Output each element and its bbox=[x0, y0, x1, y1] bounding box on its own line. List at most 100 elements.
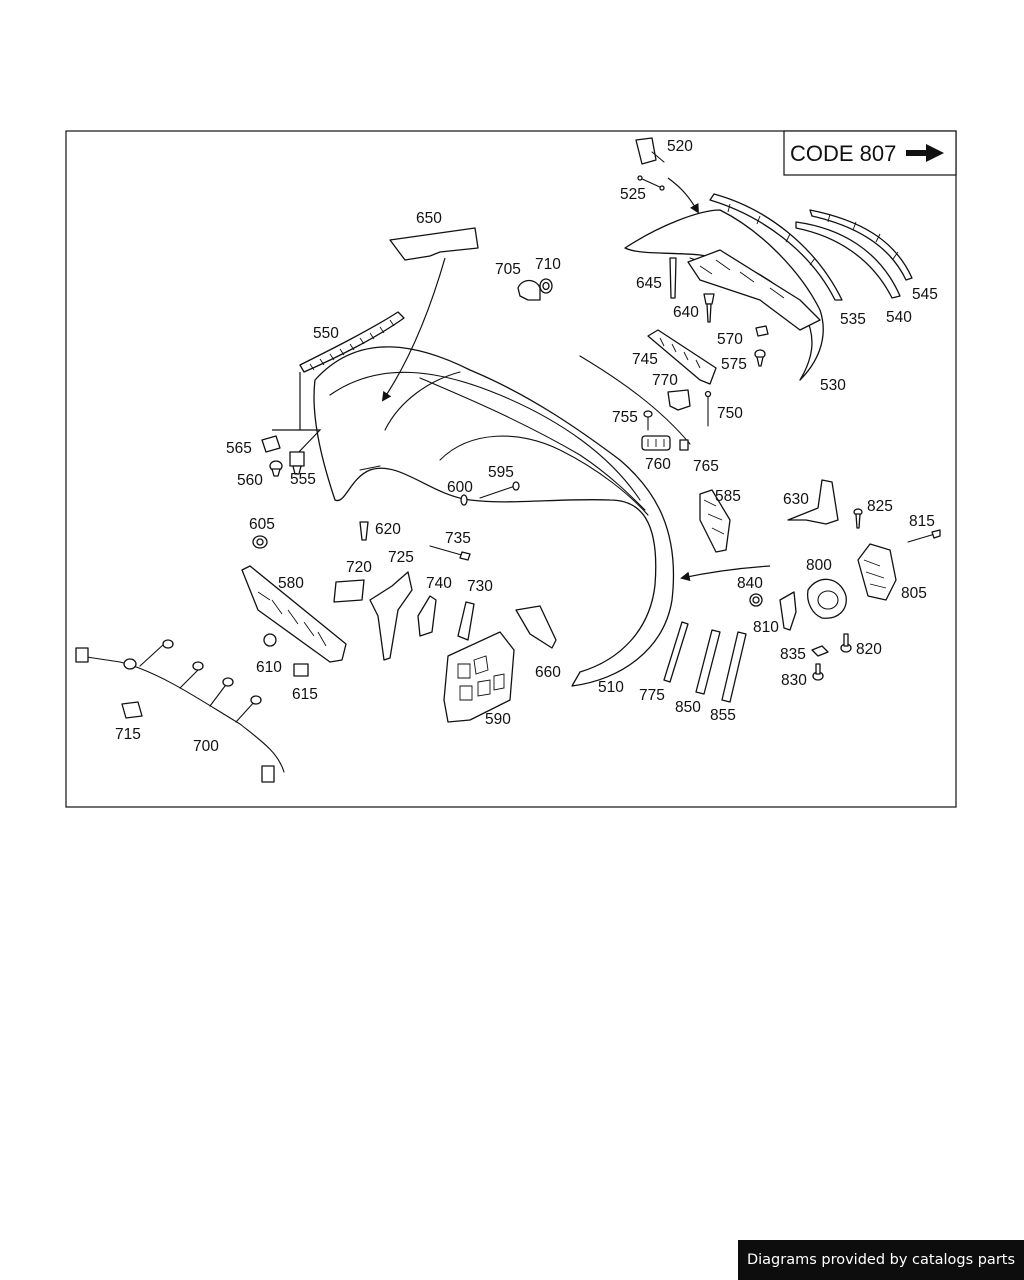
callout-830: 830 bbox=[781, 672, 807, 689]
screw-575 bbox=[754, 349, 766, 367]
rivet-735 bbox=[429, 545, 471, 561]
strip-550 bbox=[299, 311, 405, 373]
callout-810: 810 bbox=[753, 619, 779, 636]
callout-525: 525 bbox=[620, 186, 646, 203]
callout-740: 740 bbox=[426, 575, 452, 592]
callout-720: 720 bbox=[346, 559, 372, 576]
connector-765 bbox=[679, 439, 689, 451]
callout-540: 540 bbox=[886, 309, 912, 326]
callout-545: 545 bbox=[912, 286, 938, 303]
wiring-harness-700 bbox=[75, 639, 285, 783]
callout-640: 640 bbox=[673, 304, 699, 321]
bumper-cover-510 bbox=[313, 346, 675, 687]
callout-585: 585 bbox=[715, 488, 741, 505]
callout-750: 750 bbox=[717, 405, 743, 422]
code-box: CODE 807 bbox=[783, 130, 957, 176]
callout-730: 730 bbox=[467, 578, 493, 595]
trim-540 bbox=[795, 221, 901, 299]
screw-825 bbox=[853, 508, 863, 529]
callout-820: 820 bbox=[856, 641, 882, 658]
ring-710 bbox=[539, 278, 553, 294]
rivet-645 bbox=[669, 257, 677, 299]
callout-565: 565 bbox=[226, 440, 252, 457]
washer-600 bbox=[460, 494, 468, 506]
grommet-605 bbox=[252, 535, 268, 549]
callout-535: 535 bbox=[840, 311, 866, 328]
callout-770: 770 bbox=[652, 372, 678, 389]
nut-570 bbox=[755, 325, 769, 337]
module-760 bbox=[641, 435, 671, 451]
bracket-585 bbox=[699, 489, 731, 553]
cable-525 bbox=[637, 175, 665, 191]
grommet-610 bbox=[263, 633, 277, 647]
callout-735: 735 bbox=[445, 530, 471, 547]
strip-535 bbox=[709, 193, 843, 301]
screw-640 bbox=[703, 293, 715, 323]
callout-510: 510 bbox=[598, 679, 624, 696]
callout-650: 650 bbox=[416, 210, 442, 227]
callout-575: 575 bbox=[721, 356, 747, 373]
clip-835 bbox=[811, 645, 829, 657]
callout-745: 745 bbox=[632, 351, 658, 368]
bracket-745 bbox=[647, 329, 717, 385]
callout-530: 530 bbox=[820, 377, 846, 394]
screw-830 bbox=[812, 663, 824, 681]
callout-605: 605 bbox=[249, 516, 275, 533]
strip-545 bbox=[809, 209, 913, 281]
clip-565 bbox=[261, 435, 281, 453]
callout-labels: 520 525 545 540 535 530 645 640 570 575 … bbox=[115, 138, 938, 755]
callout-840: 840 bbox=[737, 575, 763, 592]
sensor-holder-705 bbox=[517, 279, 541, 301]
callout-555: 555 bbox=[290, 471, 316, 488]
callout-835: 835 bbox=[780, 646, 806, 663]
pin-815 bbox=[907, 529, 941, 543]
screw-820 bbox=[840, 633, 852, 653]
cover-720 bbox=[333, 579, 365, 603]
callout-590: 590 bbox=[485, 711, 511, 728]
strip-730 bbox=[457, 601, 475, 641]
connector-715 bbox=[121, 701, 143, 719]
nut-840 bbox=[749, 593, 763, 607]
callout-560: 560 bbox=[237, 472, 263, 489]
strip-855 bbox=[721, 631, 747, 703]
callout-715: 715 bbox=[115, 726, 141, 743]
bracket-725 bbox=[369, 571, 413, 661]
callout-615: 615 bbox=[292, 686, 318, 703]
callout-645: 645 bbox=[636, 275, 662, 292]
credit-banner: Diagrams provided by catalogs parts bbox=[738, 1240, 1024, 1280]
callout-805: 805 bbox=[901, 585, 927, 602]
callout-755: 755 bbox=[612, 409, 638, 426]
callout-630: 630 bbox=[783, 491, 809, 508]
screw-560 bbox=[269, 460, 283, 477]
callout-765: 765 bbox=[693, 458, 719, 475]
bracket-590 bbox=[443, 631, 515, 723]
pad-770 bbox=[667, 389, 691, 411]
strip-850 bbox=[695, 629, 721, 695]
callout-595: 595 bbox=[488, 464, 514, 481]
callout-550: 550 bbox=[313, 325, 339, 342]
rod-595 bbox=[479, 481, 520, 499]
callout-815: 815 bbox=[909, 513, 935, 530]
housing-800 bbox=[806, 578, 847, 619]
pin-750 bbox=[704, 390, 712, 427]
callout-705: 705 bbox=[495, 261, 521, 278]
bracket-740 bbox=[417, 595, 437, 637]
callout-620: 620 bbox=[375, 521, 401, 538]
bracket-805 bbox=[857, 543, 897, 601]
wire-770 bbox=[579, 355, 691, 445]
credit-text: Diagrams provided by catalogs parts bbox=[746, 1252, 1016, 1268]
bracket-630 bbox=[787, 479, 839, 525]
nut-555 bbox=[289, 451, 305, 475]
callout-855: 855 bbox=[710, 707, 736, 724]
nut-615 bbox=[293, 663, 309, 677]
bracket-640 bbox=[687, 249, 821, 331]
callout-570: 570 bbox=[717, 331, 743, 348]
clip-810 bbox=[779, 591, 797, 631]
code-label: CODE 807 bbox=[790, 141, 896, 166]
callout-725: 725 bbox=[388, 549, 414, 566]
panel-660 bbox=[515, 605, 557, 649]
callout-850: 850 bbox=[675, 699, 701, 716]
callout-775: 775 bbox=[639, 687, 665, 704]
callout-760: 760 bbox=[645, 456, 671, 473]
crossmember-580 bbox=[241, 565, 347, 663]
